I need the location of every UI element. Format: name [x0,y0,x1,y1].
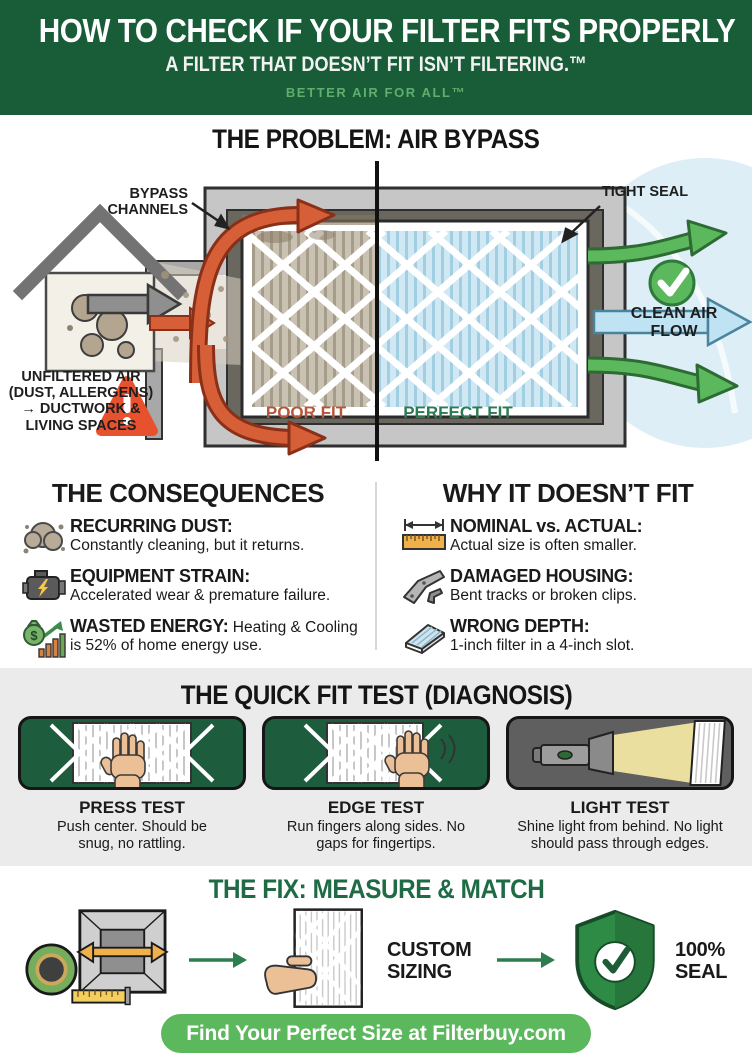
measure-icon [15,907,175,1018]
perfect-fit-label: PERFECT FIT [403,403,513,422]
item-heading: WRONG DEPTH: [450,616,590,637]
item-heading: NOMINAL vs. ACTUAL: [450,516,643,537]
cta-button[interactable]: Find Your Perfect Size at Filterbuy.com [161,1014,591,1053]
clean-air-arrow-bottom [587,356,739,404]
filter-lattice [252,231,578,407]
test-desc: Run fingers along sides. No gaps for fin… [286,819,466,853]
item-body: Heating & Cooling is 52% of home energy … [70,619,358,654]
fix-title: THE FIX: MEASURE & MATCH [208,874,544,904]
flow-arrow-icon [189,949,247,976]
item-body: Actual size is often smaller. [450,536,637,554]
two-column-section: THE CONSEQUENCES RECURRING DUST:Constant… [0,468,752,668]
check-circle-icon [648,259,696,307]
list-item: EQUIPMENT STRAIN:Accelerated wear & prem… [18,562,372,609]
list-item: WRONG DEPTH:1-inch filter in a 4-inch sl… [398,612,752,659]
svg-text:$: $ [30,628,38,643]
hand-icon [384,730,430,787]
why-column: WHY IT DOESN’T FIT [384,468,752,668]
hand-icon [264,954,318,995]
air-bypass-diagram: BYPASS CHANNELS TIGHT SEAL UNFILTERED AI… [0,153,752,463]
seal-shield-icon [569,908,661,1017]
filter-panel [689,720,726,786]
clean-air-flow-label: CLEAN AIR FLOW [630,305,718,340]
press-test-icon [18,716,246,790]
page-title: HOW TO CHECK IF YOUR FILTER FITS PROPERL… [38,12,736,49]
dust-cloud-icon [18,513,70,559]
wrong-depth-icon [398,613,450,659]
unfiltered-air-arrow [86,282,183,326]
quick-fit-test-section: THE QUICK FIT TEST (DIAGNOSIS) [0,668,752,866]
test-desc: Push center. Should be snug, no rattling… [57,819,207,853]
warning-triangle-icon [96,376,158,436]
test-desc: Shine light from behind. No light should… [517,819,723,853]
poor-perfect-divider [375,161,379,461]
list-item: RECURRING DUST:Constantly cleaning, but … [18,512,372,559]
item-body: Constantly cleaning, but it returns. [70,536,305,554]
item-body: Accelerated wear & premature failure. [70,586,331,604]
item-heading: RECURRING DUST: [70,516,233,537]
seal-label: 100% SEAL [675,939,728,983]
edge-test-label: EDGE TEST Run fingers along sides. No ga… [262,798,490,853]
tape-measure [25,942,131,1005]
item-heading: DAMAGED HOUSING: [450,566,634,587]
column-divider [375,482,377,650]
fix-section: THE FIX: MEASURE & MATCH [0,866,752,1061]
consequences-column: THE CONSEQUENCES RECURRING DUST:Constant… [4,468,372,668]
light-test-icon [506,716,734,790]
test-name: PRESS TEST [79,798,185,817]
press-test-label: PRESS TEST Push center. Should be snug, … [18,798,246,853]
brand-tagline: BETTER AIR FOR ALL™ [285,85,467,101]
list-item: NOMINAL vs. ACTUAL:Actual size is often … [398,512,752,559]
item-body: 1-inch filter in a 4-inch slot. [450,636,635,654]
filter-graphic [240,215,590,419]
test-labels: PRESS TEST Push center. Should be snug, … [8,798,744,853]
quick-test-title: THE QUICK FIT TEST (DIAGNOSIS) [180,680,572,710]
clean-air-arrow-top [587,219,728,265]
damaged-housing-icon [398,563,450,609]
header: HOW TO CHECK IF YOUR FILTER FITS PROPERL… [0,0,752,115]
list-item: $ WASTED ENERGY: Heating & Cooling is 52… [18,612,372,659]
tight-seal-label: TIGHT SEAL [601,184,689,200]
item-body: Bent tracks or broken clips. [450,586,637,604]
test-name: LIGHT TEST [570,798,670,817]
wasted-energy-icon: $ [18,613,70,659]
why-title: WHY IT DOESN’T FIT [442,478,694,508]
ruler-icon [398,513,450,559]
fix-flow: CUSTOM SIZING 100% SEAL [0,907,752,1018]
item-heading: EQUIPMENT STRAIN: [70,566,250,587]
light-beam [613,721,705,785]
problem-title: THE PROBLEM: AIR BYPASS [212,124,540,154]
test-cards [0,716,752,790]
problem-section: THE PROBLEM: AIR BYPASS [0,115,752,468]
house-icon [12,203,188,373]
label-pointers [191,201,601,244]
custom-sizing-icon [250,907,377,1018]
unfiltered-air-label: UNFILTERED AIR (DUST, ALLERGENS) → DUCTW… [8,369,154,434]
bypass-channels-label: BYPASS CHANNELS [107,186,188,219]
page-subtitle: A FILTER THAT DOESN’T FIT ISN’T FILTERIN… [165,53,587,77]
poor-fit-label: POOR FIT [265,403,347,422]
flow-arrow-icon [497,949,555,976]
air-bypass-illustration [12,158,752,461]
hand-icon [100,732,146,787]
width-arrow [76,940,169,964]
test-name: EDGE TEST [327,798,425,817]
item-heading: WASTED ENERGY: [70,616,229,637]
custom-sizing-label: CUSTOM SIZING [387,939,472,983]
list-item: DAMAGED HOUSING:Bent tracks or broken cl… [398,562,752,609]
flashlight [532,730,614,776]
engine-icon [18,563,70,609]
light-test-label: LIGHT TEST Shine light from behind. No l… [506,798,734,853]
clean-air-arrow-blue [592,296,752,348]
motion-arcs [440,734,456,764]
consequences-title: THE CONSEQUENCES [51,478,325,508]
bypass-arrow-bottom [197,344,327,456]
edge-test-icon [262,716,490,790]
